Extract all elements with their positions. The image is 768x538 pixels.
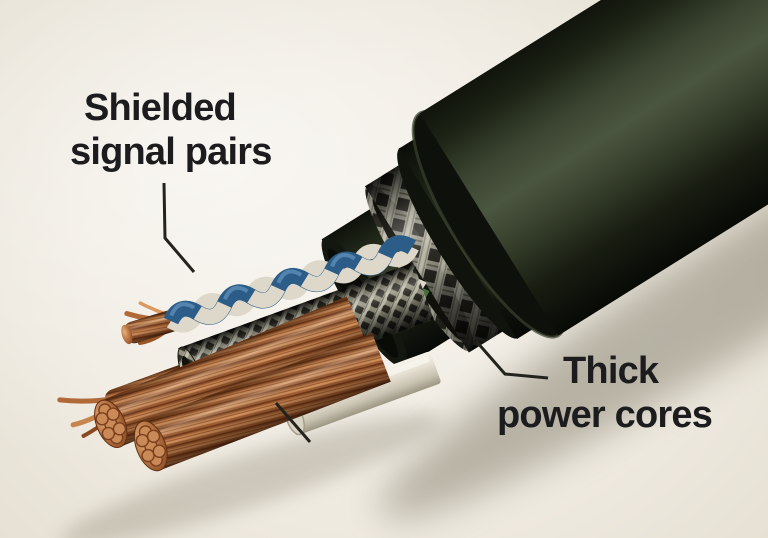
label-signal-pairs: Shielded signal pairs bbox=[70, 86, 272, 174]
label-signal-pairs-line2: signal pairs bbox=[70, 131, 272, 173]
label-power-cores: Thick power cores bbox=[497, 349, 713, 437]
label-power-cores-line2: power cores bbox=[497, 394, 713, 436]
label-power-cores-line1: Thick bbox=[563, 350, 659, 392]
cable-shadow bbox=[379, 52, 768, 519]
cable-body bbox=[321, 0, 768, 519]
wires-shadow bbox=[59, 413, 441, 538]
leader-line-signal-pairs bbox=[162, 182, 196, 273]
core-strand-ends bbox=[135, 425, 166, 467]
power-core-2 bbox=[133, 333, 391, 472]
leader-line-shield bbox=[274, 402, 312, 443]
label-signal-pairs-line1: Shielded bbox=[84, 87, 237, 129]
twisted-pair-blue bbox=[121, 235, 419, 345]
outer-jacket bbox=[411, 0, 768, 339]
core-strand-ends bbox=[95, 403, 127, 445]
power-core-1 bbox=[94, 296, 367, 449]
leader-line-power-cores bbox=[474, 340, 549, 380]
